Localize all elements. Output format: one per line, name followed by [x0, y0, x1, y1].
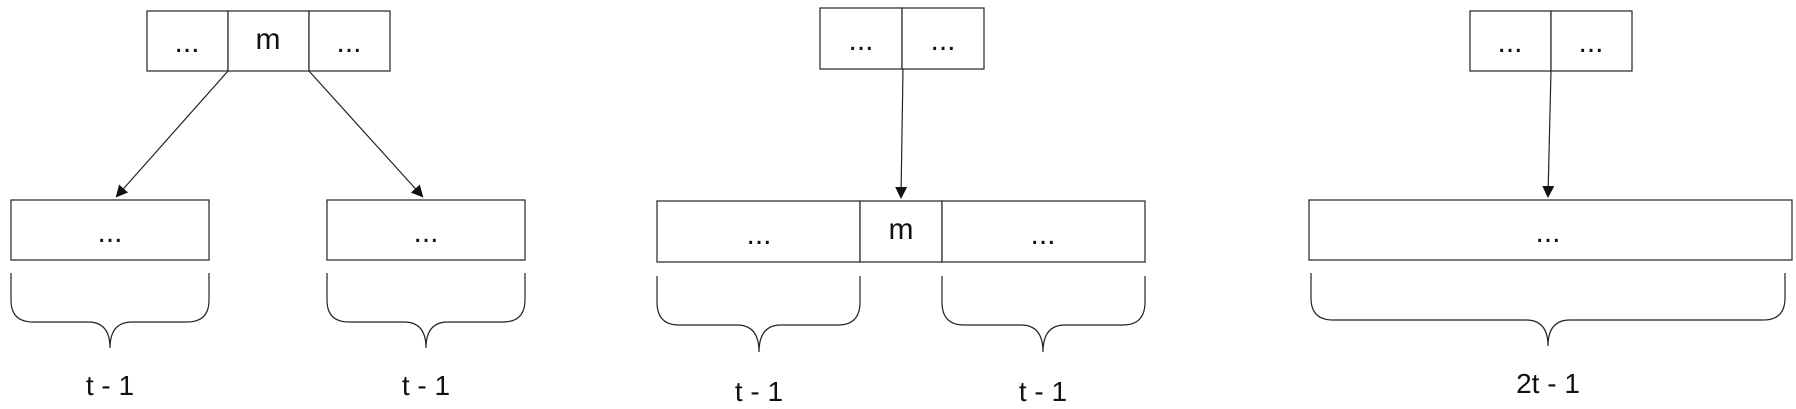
panel1-right-label: t - 1: [402, 370, 450, 401]
panel1-right-child: [326, 199, 526, 261]
panel3-down-arrow: [1542, 70, 1555, 198]
panel1-left-arrow: [115, 70, 229, 198]
panel2-merged-cell-left: [656, 200, 861, 263]
panel3-merged-node: [1308, 199, 1793, 261]
panel2-merged-cell-middle-text: m: [889, 213, 914, 246]
panel1-left-child-text: ...: [97, 216, 122, 249]
panel1-left-brace: [10, 273, 210, 349]
panel1-left-child: [10, 199, 210, 261]
panel3-brace: [1310, 273, 1786, 347]
panel2-right-label: t - 1: [1019, 376, 1067, 407]
panel2-right-brace: [941, 276, 1146, 353]
panel3-top-cell-right: [1550, 10, 1633, 72]
panel3-label: 2t - 1: [1516, 368, 1580, 399]
panel2-merged-cell-right: [941, 200, 1146, 263]
panel2-top-cell-left-text: ...: [848, 24, 873, 57]
panel2-top-cell-left: [819, 7, 903, 70]
panel1-top-cell-right-text: ...: [336, 26, 361, 59]
panel2-merged-cell-left-text: ...: [746, 218, 771, 251]
panel1-top-cell-right: [308, 10, 391, 72]
panel2-down-arrow: [895, 68, 908, 199]
panel2-left-brace: [656, 276, 861, 353]
panel-merged-result: ... ... ... 2t - 1: [1308, 10, 1793, 399]
panel1-top-node: ... m ...: [146, 10, 391, 72]
panel3-top-cell-left-text: ...: [1497, 26, 1522, 59]
panel1-top-cell-middle: [227, 10, 310, 72]
panel1-right-brace: [326, 273, 526, 349]
panel-split: ... m ... ... ... t - 1 t - 1: [10, 10, 526, 401]
panel2-merged-cell-right-text: ...: [1030, 218, 1055, 251]
panel1-top-cell-left: [146, 10, 229, 72]
panel2-merged-node: ... m ...: [656, 200, 1146, 263]
panel1-left-label: t - 1: [86, 370, 134, 401]
panel-merge-with-median: ... ... ... m ... t - 1 t - 1: [656, 7, 1146, 407]
panel3-merged-node-text: ...: [1535, 216, 1560, 249]
panel1-right-child-text: ...: [413, 216, 438, 249]
panel3-top-cell-right-text: ...: [1578, 26, 1603, 59]
panel2-merged-cell-middle: [859, 200, 943, 263]
panel2-top-cell-right: [901, 7, 985, 70]
panel1-right-arrow: [308, 70, 424, 198]
panel1-top-cell-middle-text: m: [256, 23, 281, 56]
panel1-top-cell-left-text: ...: [174, 26, 199, 59]
panel3-top-node: ... ...: [1469, 10, 1633, 72]
panel2-top-node: ... ...: [819, 7, 985, 70]
panel2-left-label: t - 1: [735, 376, 783, 407]
panel2-top-cell-right-text: ...: [930, 24, 955, 57]
